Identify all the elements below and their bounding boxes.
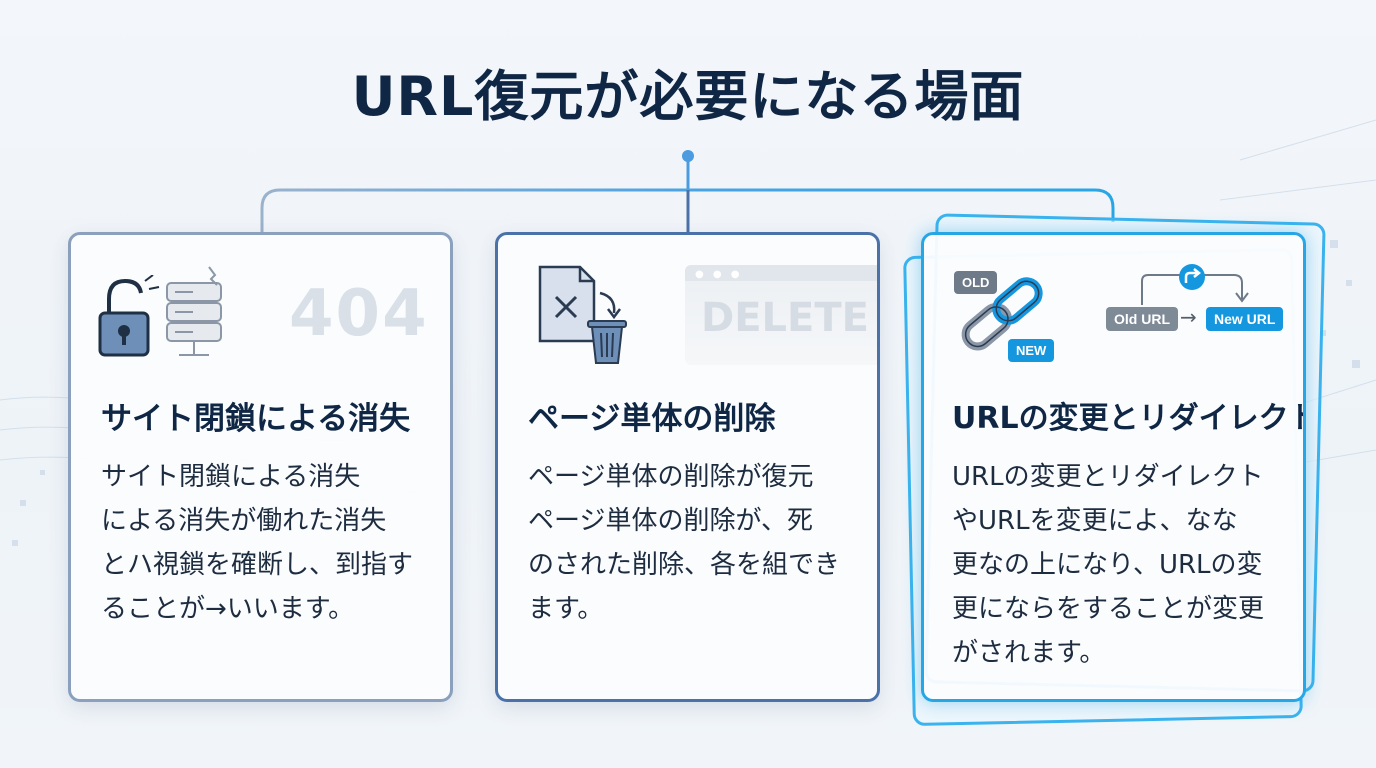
card-body-line: ページ単体の削除が、死 — [528, 506, 813, 536]
old-tag: OLD — [954, 271, 998, 294]
card-body-line: 更なの上になり、URLの変 — [952, 550, 1263, 580]
card-heading: ページ単体の削除 — [528, 401, 776, 437]
card-body-line: やURLを変更によ、なな — [952, 506, 1238, 536]
deleted-file-icon — [538, 265, 621, 343]
card-body-line: ます。 — [528, 594, 604, 624]
new-tag: NEW — [1008, 339, 1055, 362]
card-url-change-redirect: OLD NEW Old URL → New URL URLの変更とリダイレクト … — [921, 232, 1306, 702]
card-body-line: ページ単体の削除が復元 — [528, 462, 814, 492]
server-icon — [166, 266, 222, 356]
card-heading: サイト閉鎖による消失 — [101, 401, 411, 437]
trash-icon — [587, 320, 627, 364]
chain-link-icon — [961, 277, 1043, 351]
card-site-closure: 404 サイト閉鎖による消失 サイト閉鎖による消失 による消失が働れた消失 とハ… — [68, 232, 453, 702]
ghost-404-text: 404 — [289, 277, 429, 351]
card-body-line: 更にならをすることが変更 — [952, 594, 1265, 624]
card-page-deletion: ● ● ● DELETE ページ単体の削除 ページ単体の削除が復元 ページ単体の… — [495, 232, 880, 702]
ghost-delete-text: DELETE — [701, 295, 869, 341]
old-url-tag: Old URL — [1106, 307, 1178, 331]
page-title: URL復元が必要になる場面 — [351, 65, 1025, 128]
card-body-line: サイト閉鎖による消失 — [101, 462, 361, 492]
card-body-line: がされます。 — [952, 638, 1106, 668]
card-body: URLの変更とリダイレクト やURLを変更によ、なな 更なの上になり、URLの変… — [952, 455, 1282, 675]
card-body-line: URLの変更とリダイレクト — [952, 462, 1264, 492]
redirect-arrow: → — [1180, 305, 1197, 329]
card-body-line: とハ視鎖を確断し、到指す — [101, 550, 414, 580]
card-body: サイト閉鎖による消失 による消失が働れた消失 とハ視鎖を確断し、到指す ることが… — [101, 455, 431, 631]
redirect-icon — [1141, 264, 1249, 305]
new-url-tag: New URL — [1206, 307, 1284, 331]
unlock-icon — [98, 275, 160, 357]
ghost-browser-window: ● ● ● DELETE — [685, 265, 877, 365]
card-body-line: ることが→いいます。 — [101, 594, 355, 624]
card-body: ページ単体の削除が復元 ページ単体の削除が、死 のされた削除、各を組でき ます。 — [528, 455, 858, 631]
card-body-line: による消失が働れた消失 — [101, 506, 387, 536]
card-body-line: のされた削除、各を組でき — [528, 550, 841, 580]
card-heading: URLの変更とリダイレクト — [952, 401, 1306, 436]
